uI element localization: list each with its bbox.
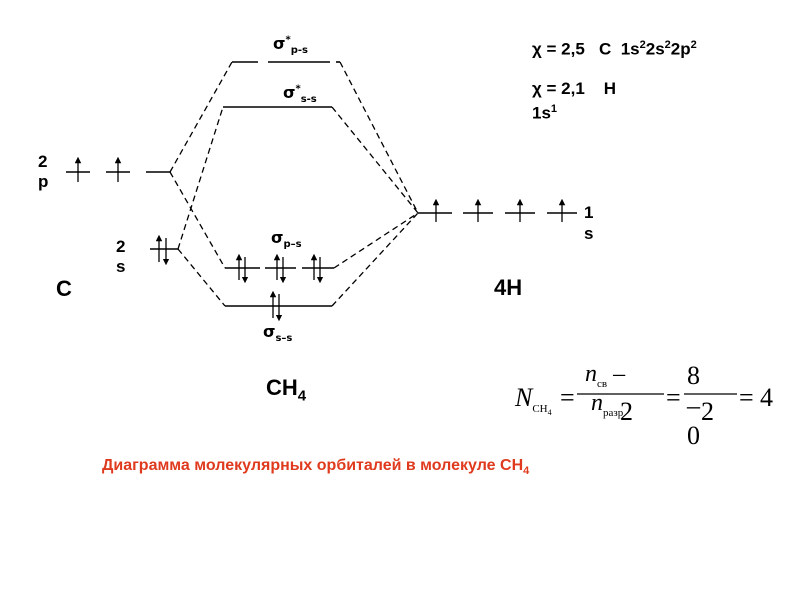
config-sup: 1 (550, 103, 558, 115)
equals-sign-1: = (560, 383, 575, 412)
caption-sub: 4 (523, 465, 530, 478)
molecule-formula-sub: 4 (297, 387, 307, 405)
atom-h-symbol: 4H (494, 275, 523, 300)
hydrogen-element: H (603, 79, 616, 98)
c-2s-n-label: 2 (116, 237, 126, 256)
config-sup: 2 (664, 39, 671, 51)
equals-sign-3: = (739, 383, 754, 412)
orbital-sub: s–s (275, 333, 293, 345)
c-2s-l-label: s (116, 257, 126, 276)
c-2p-n-label: 2 (38, 152, 48, 171)
numerator-value: 8 – 0 (687, 361, 700, 450)
numerator-n1: n (585, 361, 597, 387)
sigma-star-ss-label: σ*s-s (283, 83, 317, 105)
orbital-sub: p–s (283, 239, 302, 251)
lhs-symbol: N (515, 383, 533, 412)
molecule-label: CH4 (266, 375, 306, 404)
sigma-symbol: σ (271, 228, 284, 247)
lhs-sub: CH (532, 403, 548, 416)
hydrogen-config: 1s1 (532, 103, 557, 124)
carbon-info-line: χ = 2,5 C 1s22s22p2 (532, 39, 697, 60)
sigma-symbol: σ (283, 83, 296, 102)
orbital-sub: p-s (290, 45, 308, 57)
carbon-chi: χ = 2,5 (532, 39, 585, 59)
denominator-1: 2 (620, 397, 633, 426)
denominator-2: 2 (701, 397, 714, 426)
numerator-terms: nсв – nразр (585, 361, 625, 419)
star-sup: * (295, 83, 301, 95)
sigma-star-ps-label: σ*p-s (273, 34, 308, 56)
sigma-symbol: σ (273, 34, 286, 53)
numerator-n2: n (591, 389, 603, 416)
config-sup: 2 (639, 39, 646, 51)
h-1s-l-label: s (584, 224, 594, 243)
h-1s-n-label: 1 (584, 203, 594, 222)
mo-levels (223, 61, 340, 307)
config-part: 2p (670, 39, 691, 59)
star-sup: * (285, 34, 291, 46)
c-2p-electrons (74, 156, 122, 182)
bond-order-lhs: NCH4 (515, 383, 552, 417)
hydrogen-chi: χ = 2,1 (532, 79, 585, 98)
equals-sign-2: = (666, 383, 681, 412)
h-1s-electrons (432, 198, 566, 222)
minus-sign: – (613, 361, 626, 387)
config-sup: 2 (690, 39, 697, 51)
config-part: 1s (532, 103, 551, 123)
numerator-n2-sub: разр (603, 406, 624, 419)
correlation-lines (169, 61, 419, 307)
orbital-sub: s-s (300, 94, 317, 106)
config-part: 2s (645, 39, 665, 59)
carbon-element: C (598, 39, 612, 59)
c-2s-electrons (155, 234, 170, 266)
numerator-n1-sub: св (597, 377, 608, 390)
sigma-ps-label: σp–s (271, 228, 302, 250)
hydrogen-info-line: χ = 2,1 H (532, 79, 616, 99)
config-part: 1s (620, 39, 640, 59)
lhs-sub2: 4 (547, 408, 552, 418)
bond-order-result: 4 (760, 383, 773, 412)
diagram-caption: Диаграмма молекулярных орбиталей в молек… (102, 457, 529, 477)
c-2p-l-label: p (38, 172, 49, 191)
caption-text: Диаграмма молекулярных орбиталей в молек… (102, 457, 524, 474)
mo-electrons (235, 253, 324, 322)
molecule-formula-main: CH (266, 375, 298, 400)
atom-c-symbol: C (56, 276, 72, 301)
sigma-ss-label: σs–s (263, 322, 292, 344)
sigma-symbol: σ (263, 322, 276, 341)
